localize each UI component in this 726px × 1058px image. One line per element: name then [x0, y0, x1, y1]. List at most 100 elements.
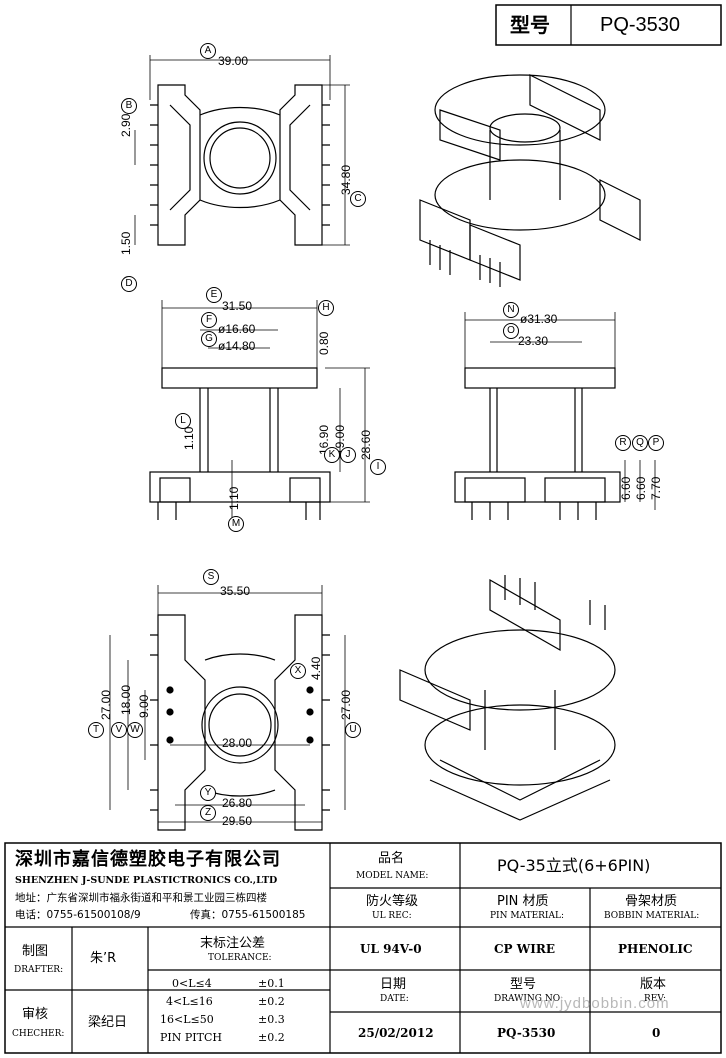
title-block: [4, 842, 722, 1054]
label-a: A: [200, 43, 216, 59]
dim-z: 29.50: [222, 814, 253, 828]
checker-value: 梁纪日: [88, 1015, 128, 1030]
pin-material-label-en: PIN MATERIAL:: [490, 911, 564, 921]
tol-range-1: 0<L≤4: [172, 977, 212, 990]
label-s: S: [203, 569, 219, 585]
label-r: R: [615, 435, 631, 451]
model-name-value: PQ-35立式(6+6PIN): [497, 856, 651, 875]
dim-x: 4.40: [309, 656, 323, 680]
company-name-en: SHENZHEN J-SUNDE PLASTICTRONICS CO.,LTD: [15, 875, 278, 886]
dim-u: 27.00: [339, 689, 353, 720]
pin-material-value: CP WIRE: [494, 942, 555, 956]
label-z: Z: [200, 805, 216, 821]
drafter-value: 朱’R: [90, 951, 117, 966]
label-y: Y: [200, 785, 216, 801]
label-w: W: [127, 722, 143, 738]
label-q: Q: [632, 435, 648, 451]
rev-label-en: REV:: [644, 994, 666, 1004]
tol-value-3: ±0.3: [258, 1013, 285, 1026]
company-phone: 电话：0755-61500108/9: [15, 909, 141, 921]
label-h: H: [318, 300, 334, 316]
rev-value: 0: [652, 1026, 661, 1040]
ul-rec-label-en: UL REC:: [372, 911, 412, 921]
dim-c: 34.80: [339, 164, 353, 195]
ul-rec-label-cn: 防火等级: [366, 894, 419, 909]
dim-y: 26.80: [222, 796, 253, 810]
drawing-no-value: PQ-3530: [497, 1026, 556, 1040]
tol-range-3: 16<L≤50: [160, 1013, 214, 1026]
label-k: K: [324, 447, 340, 463]
bobbin-material-label-en: BOBBIN MATERIAL:: [604, 911, 700, 921]
drawing-no-label-cn: 型号: [510, 977, 537, 992]
drafter-label-cn: 制图: [22, 944, 49, 959]
drafter-label-en: DRAFTER:: [14, 965, 64, 975]
company-address: 地址：广东省深圳市福永街道和平和景工业园三栋四楼: [15, 892, 267, 904]
label-l: L: [175, 413, 191, 429]
dim-t: 27.00: [99, 689, 113, 720]
label-v: V: [111, 722, 127, 738]
ul-rec-value: UL 94V-0: [360, 942, 422, 956]
label-u: U: [345, 722, 361, 738]
dim-e: 31.50: [222, 299, 253, 313]
pin-material-label-cn: PIN 材质: [497, 894, 549, 909]
watermark: www.jydbobbin.com: [520, 995, 670, 1012]
model-name-label-cn: 品名: [378, 851, 405, 866]
company-name-cn: 深圳市嘉信德塑胶电子有限公司: [15, 849, 281, 870]
tol-range-2: 4<L≤16: [166, 995, 213, 1008]
dim-o: 23.30: [518, 334, 549, 348]
label-p: P: [648, 435, 664, 451]
dim-r: 6.60: [619, 476, 633, 500]
dim-g: ø14.80: [218, 339, 256, 353]
iso-view-bottom: [399, 575, 616, 821]
dim-f: ø16.60: [218, 322, 256, 336]
iso-view-top: [419, 74, 641, 287]
header-model: PQ-3530: [600, 14, 681, 36]
tol-value-1: ±0.1: [258, 977, 285, 990]
tol-range-4: PIN PITCH: [160, 1031, 222, 1044]
dim-q: 6.60: [634, 476, 648, 500]
label-x: X: [290, 663, 306, 679]
tolerance-label-cn: 末标注公差: [200, 936, 266, 951]
label-o: O: [503, 323, 519, 339]
model-name-label-en: MODEL NAME:: [356, 871, 429, 881]
label-f: F: [201, 312, 217, 328]
label-t: T: [88, 722, 104, 738]
label-n: N: [503, 302, 519, 318]
label-g: G: [201, 331, 217, 347]
date-label-en: DATE:: [380, 994, 409, 1004]
side-view: [454, 312, 656, 520]
label-i: I: [370, 459, 386, 475]
label-b: B: [121, 98, 137, 114]
top-view: [134, 55, 350, 246]
label-c: C: [350, 191, 366, 207]
dim-center: 28.00: [222, 736, 253, 750]
tol-value-2: ±0.2: [258, 995, 285, 1008]
date-value: 25/02/2012: [358, 1026, 434, 1040]
dim-a: 39.00: [218, 54, 249, 68]
label-e: E: [206, 287, 222, 303]
front-view: [149, 300, 370, 520]
dim-v: 18.00: [119, 684, 133, 715]
header-label: 型号: [510, 13, 550, 37]
dim-d: 1.50: [119, 231, 133, 255]
bobbin-material-label-cn: 骨架材质: [625, 894, 678, 909]
dim-n: ø31.30: [520, 312, 558, 326]
bobbin-material-value: PHENOLIC: [618, 942, 693, 956]
bottom-view: [109, 585, 346, 831]
dim-h: 0.80: [317, 331, 331, 355]
drawing-no-label-en: DRAWING NO:: [494, 994, 564, 1004]
date-label-cn: 日期: [380, 977, 407, 992]
tolerance-label-en: TOLERANCE:: [208, 953, 272, 963]
checker-label-en: CHECHER:: [12, 1029, 65, 1039]
dim-l: 1.10: [182, 426, 196, 450]
checker-label-cn: 审核: [22, 1007, 49, 1022]
dim-w: 9.00: [137, 694, 151, 718]
label-d: D: [121, 276, 137, 292]
rev-label-cn: 版本: [640, 977, 667, 992]
label-j: J: [340, 447, 356, 463]
label-m: M: [228, 516, 244, 532]
dim-b: 2.90: [119, 113, 133, 137]
dim-p: 7.70: [649, 476, 663, 500]
